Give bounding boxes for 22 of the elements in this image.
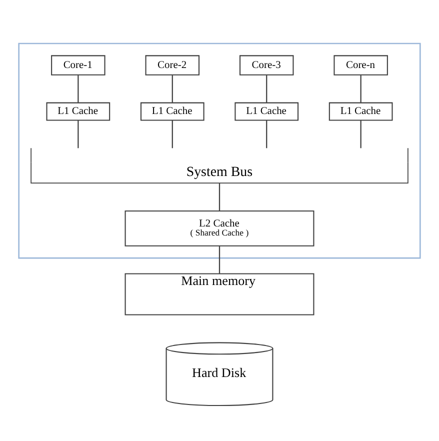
node-box: L1 Cache (234, 102, 299, 120)
connector (218, 182, 220, 210)
node-box: Core-1 (51, 54, 106, 75)
node-box: Core-3 (239, 54, 294, 75)
node-box: L1 Cache (140, 102, 204, 120)
connector (78, 120, 79, 148)
connector (172, 120, 173, 148)
cluster (18, 42, 421, 258)
connector (218, 246, 220, 274)
node-box: L2 Cache ( Shared Cache ) (124, 210, 314, 246)
node-box: L1 Cache (46, 102, 110, 120)
connector (266, 74, 268, 102)
connector (78, 74, 79, 102)
connector (360, 74, 362, 102)
node-box: L1 Cache (328, 102, 393, 120)
connector (172, 74, 173, 102)
connector (360, 120, 362, 148)
node-box: Main memory (124, 272, 314, 315)
connector (266, 120, 268, 148)
node-box: Core-n (334, 54, 388, 75)
node-text: System Bus (186, 164, 253, 180)
node-box: Core-2 (145, 54, 200, 75)
